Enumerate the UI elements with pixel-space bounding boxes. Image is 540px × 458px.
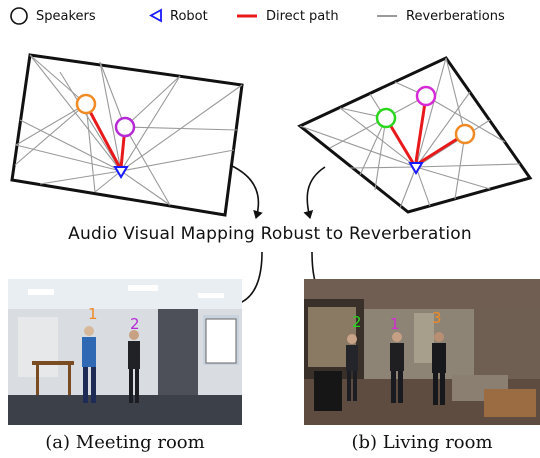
figure-title: Audio Visual Mapping Robust to Reverbera… [68,224,472,244]
living-speaker-orange [454,123,476,145]
legend-robot-label: Robot [170,8,208,24]
meeting-room-diagram [10,53,244,217]
living-speaker-magenta [415,85,437,107]
arrow-living-to-title [303,166,326,219]
circle-icon [10,7,28,25]
meeting-speaker-purple [114,116,136,138]
meeting-label-1: 1 [88,305,98,323]
legend-reverberations: Reverberations [376,4,505,28]
living-label-1: 1 [390,315,400,333]
living-label-3: 3 [432,309,442,327]
meeting-reverberation-paths [14,54,243,206]
legend-speakers-label: Speakers [36,8,96,24]
legend-reverberations-label: Reverberations [406,8,505,24]
meeting-speaker-orange [75,93,97,115]
living-room-diagram [297,56,533,214]
meeting-robot-icon [113,166,129,179]
meeting-direct-path-1 [84,103,122,169]
living-room-photo: 2 1 3 [304,279,540,425]
living-robot-icon [408,162,424,175]
red-line-icon [237,14,257,18]
living-room-image [304,279,540,425]
meeting-room-photo: 1 2 [8,279,242,425]
triangle-icon [149,8,162,23]
meeting-label-2: 2 [130,315,140,333]
legend: Speakers Robot Direct path Reverberation… [0,4,540,30]
caption-living-room: (b) Living room [351,432,493,453]
living-label-2: 2 [352,313,362,331]
caption-meeting-room: (a) Meeting room [45,432,205,453]
arrow-meeting-to-title [229,164,263,219]
meeting-room-image [8,279,242,425]
legend-direct-path: Direct path [236,4,339,28]
living-direct-path-2 [414,95,428,163]
gray-line-icon [377,15,397,17]
legend-speakers: Speakers [8,4,96,28]
legend-direct-path-label: Direct path [266,8,339,24]
living-room-outline [297,56,533,214]
legend-robot: Robot [148,4,208,28]
living-speaker-green [375,107,397,129]
